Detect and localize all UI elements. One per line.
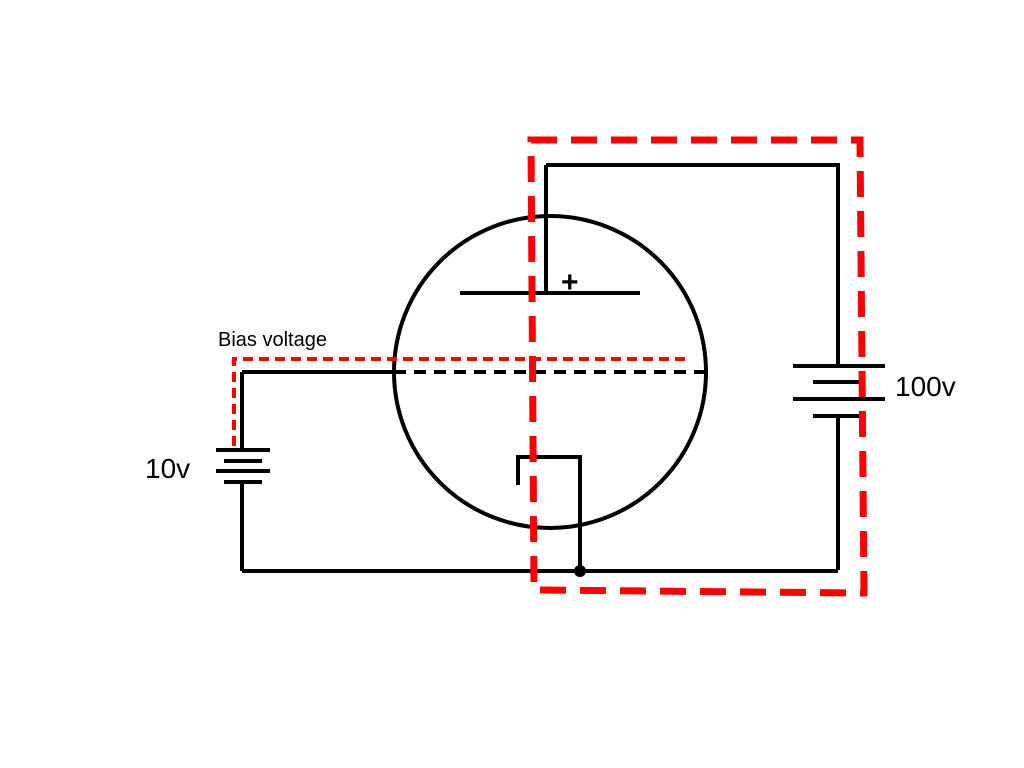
cathode-electrode xyxy=(516,455,582,571)
left-battery-voltage-label: 10v xyxy=(145,453,190,484)
plate-circuit-highlight xyxy=(527,136,868,597)
bias-voltage-label: Bias voltage xyxy=(218,329,327,351)
right-battery-voltage-label: 100v xyxy=(895,371,956,402)
junction-dot xyxy=(574,565,586,577)
plate-circuit-wire xyxy=(546,163,840,365)
battery-10v xyxy=(216,448,270,484)
bias-voltage-highlight xyxy=(232,357,688,446)
plate-polarity-plus-label: + xyxy=(561,266,579,299)
battery-100v xyxy=(793,364,885,418)
